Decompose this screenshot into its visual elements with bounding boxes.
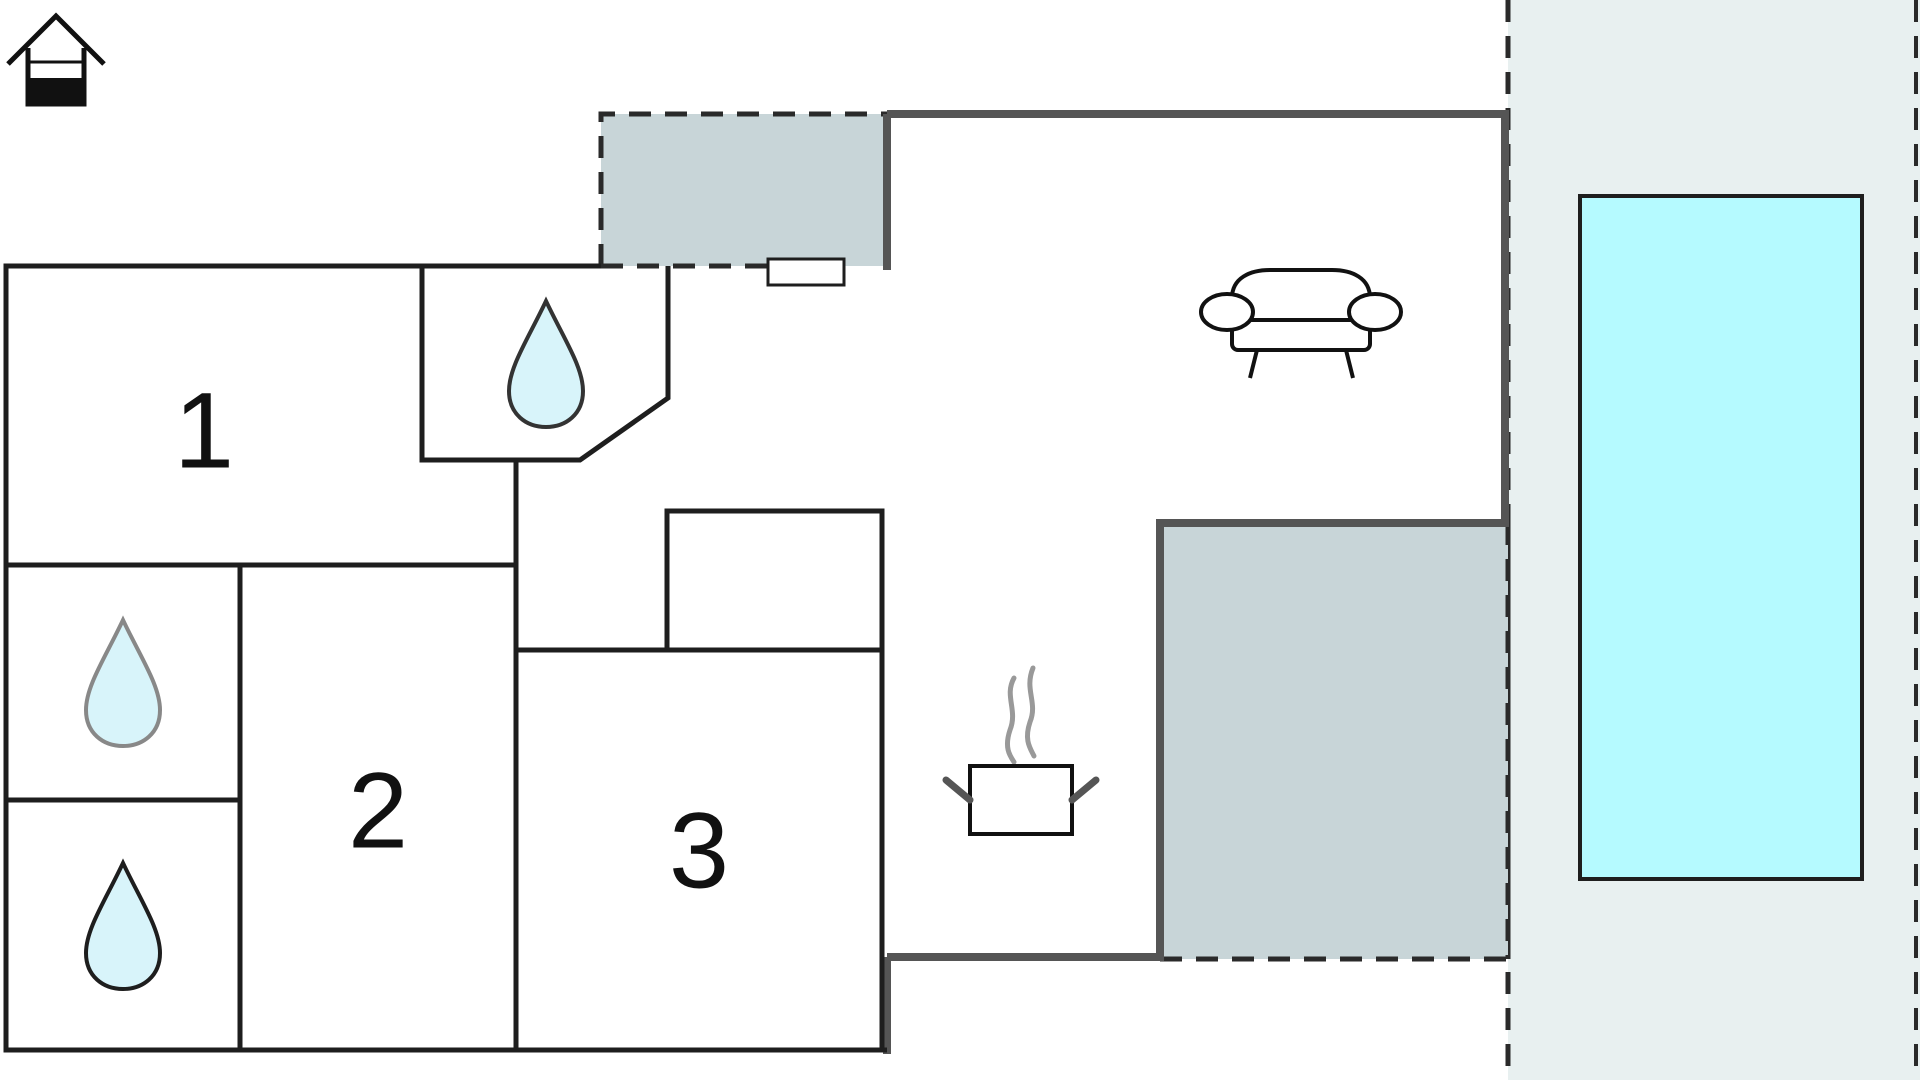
bathroom-top-wall bbox=[419, 266, 671, 463]
living-area-outline bbox=[887, 110, 1509, 961]
covered-terrace-top bbox=[601, 114, 887, 266]
room-number-2: 2 bbox=[348, 750, 408, 871]
covered-terrace-right bbox=[1160, 523, 1508, 959]
swimming-pool bbox=[1578, 194, 1864, 881]
water-drop-icon bbox=[83, 858, 163, 992]
bedroom-1-wall bbox=[6, 460, 519, 568]
room-number-1: 1 bbox=[174, 370, 234, 491]
sofa-icon bbox=[1199, 268, 1403, 379]
covered-terrace-top-boundary bbox=[598, 111, 887, 266]
home-icon bbox=[6, 12, 106, 107]
entrance-door bbox=[766, 257, 846, 287]
storage-room-wall bbox=[664, 508, 885, 650]
water-drop-icon bbox=[83, 615, 163, 749]
house-outer-wall bbox=[3, 263, 887, 1053]
cooking-pot-icon bbox=[942, 665, 1100, 836]
room-number-3: 3 bbox=[669, 790, 729, 911]
water-drop-icon bbox=[506, 296, 586, 430]
